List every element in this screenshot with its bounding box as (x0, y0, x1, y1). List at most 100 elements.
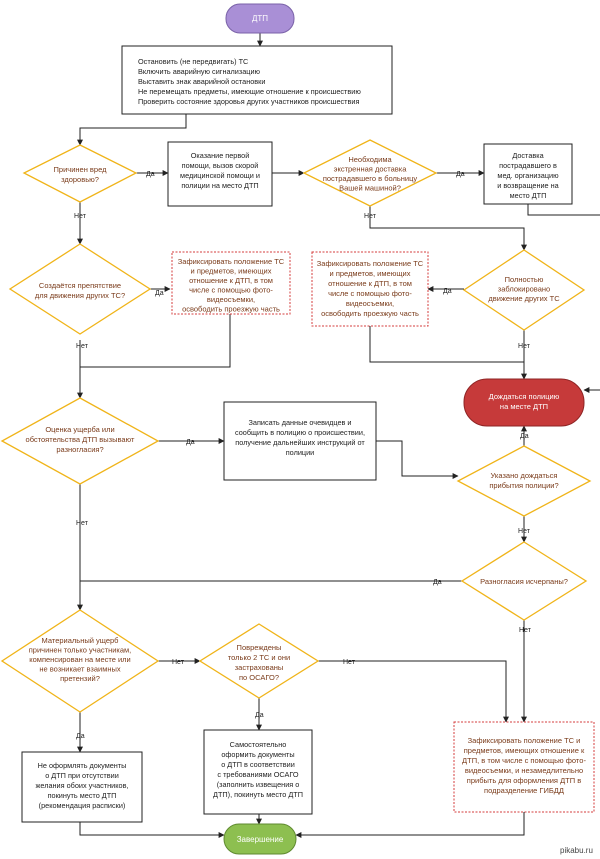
text-line: числе с помощью фото- (328, 289, 412, 298)
text-line: Необходима (348, 155, 392, 164)
text-line: Выставить знак аварийной остановки (138, 77, 265, 86)
edge-labels: Да Да Нет Нет Да Да Нет Нет Да Да Нет Не… (74, 171, 532, 740)
text-line: Зафиксировать положение ТС и (468, 736, 581, 745)
start-node: ДТП (225, 3, 295, 34)
text-line: Остановить (не передвигать) ТС (138, 57, 248, 66)
text-line: видеосъемки, (346, 299, 394, 308)
text-line: с требованиями ОСАГО (217, 770, 299, 779)
text-line: заблокировано (498, 285, 550, 294)
end-label: Завершение (237, 835, 284, 844)
label-no-obstacle: Нет (76, 343, 89, 350)
text-line: Повреждены (237, 643, 282, 652)
text-line: Зафиксировать положение ТС (317, 259, 424, 268)
text-line: полиции (286, 448, 315, 457)
text-line: видеосъемки, и незамедлительно (465, 766, 583, 775)
label-yes-dispute: Да (186, 439, 195, 446)
text-line: о ДТП при отсутствии (45, 771, 119, 780)
text-line: претензий? (60, 674, 100, 683)
text-line: медицинской помощи и (180, 171, 260, 180)
text-line: ДТП), покинуть место ДТП (213, 790, 303, 799)
label-yes-emergency: Да (456, 171, 465, 178)
text-line: только 2 ТС и они (228, 653, 290, 662)
text-line: место ДТП (510, 191, 547, 200)
text-line: здоровью? (61, 175, 99, 184)
text-line: Причинен вред (54, 165, 108, 174)
label-yes-insured: Да (255, 712, 264, 719)
text-line: Оценка ущерба или (45, 425, 114, 434)
text-line: Полностью (505, 275, 544, 284)
question-resolved-text: Разногласия исчерпаны? (480, 577, 568, 586)
label-no-emergency: Нет (364, 213, 377, 220)
text-line: полиции на место ДТП (181, 181, 258, 190)
text-line: мед. организацию (497, 171, 559, 180)
text-line: освободить проезжую часть (182, 305, 280, 314)
text-line: прибыть для оформления ДТП в (467, 776, 581, 785)
text-line: экстренная доставка (334, 165, 408, 174)
question-resolved: Разногласия исчерпаны? (460, 541, 588, 621)
text-line: и предметов, имеющих (191, 267, 272, 276)
text-line: подразделение ГИБДД (484, 786, 564, 795)
text-line: и возвращение на (497, 181, 559, 190)
label-yes-material: Да (76, 733, 85, 740)
start-label: ДТП (252, 14, 268, 23)
text-line: обстоятельства ДТП вызывают (26, 435, 135, 444)
text-line: Дождаться полицию (489, 392, 560, 401)
text-line: Записать данные очевидцев и (248, 418, 351, 427)
text-line: по ОСАГО? (239, 673, 279, 682)
label-yes-resolved: Да (433, 579, 442, 586)
text-line: помощи, вызов скорой (182, 161, 259, 170)
text-line: о ДТП в соответствии (221, 760, 295, 769)
text-line: отношение к ДТП, в том (328, 279, 412, 288)
label-no-resolved: Нет (519, 627, 532, 634)
text-line: получение дальнейших инструкций от (235, 438, 365, 447)
label-no-harm: Нет (74, 213, 87, 220)
text-line: освободить проезжую часть (321, 309, 419, 318)
text-line: предметов, имеющих отношение к (464, 746, 585, 755)
text-line: Указано дождаться (491, 471, 558, 480)
text-line: причинен только участникам, (29, 646, 132, 655)
text-line: числе с помощью фото- (189, 286, 273, 295)
text-line: желания обоих участников, (36, 781, 129, 790)
text-line: движение других ТС (488, 294, 560, 303)
text-line: и предметов, имеющих (330, 269, 411, 278)
text-line: видеосъемки, (207, 295, 255, 304)
text-line: Самостоятельно (230, 740, 287, 749)
text-line: пострадавшего в (499, 161, 557, 170)
text-line: Включить аварийную сигнализацию (138, 67, 261, 76)
text-line: компенсирован на месте или (29, 655, 130, 664)
text-line: покинуть место ДТП (48, 791, 117, 800)
label-yes-harm: Да (146, 171, 155, 178)
text-line: сообщить в полицию о происшествии, (235, 428, 365, 437)
text-line: Вашей машиной? (339, 184, 401, 193)
text-line: (заполнить извещения о (217, 780, 300, 789)
label-no-wait: Нет (518, 528, 531, 535)
text-line: не возникает взаимных (39, 665, 121, 674)
text-line: Создаётся препятствие (39, 281, 121, 290)
